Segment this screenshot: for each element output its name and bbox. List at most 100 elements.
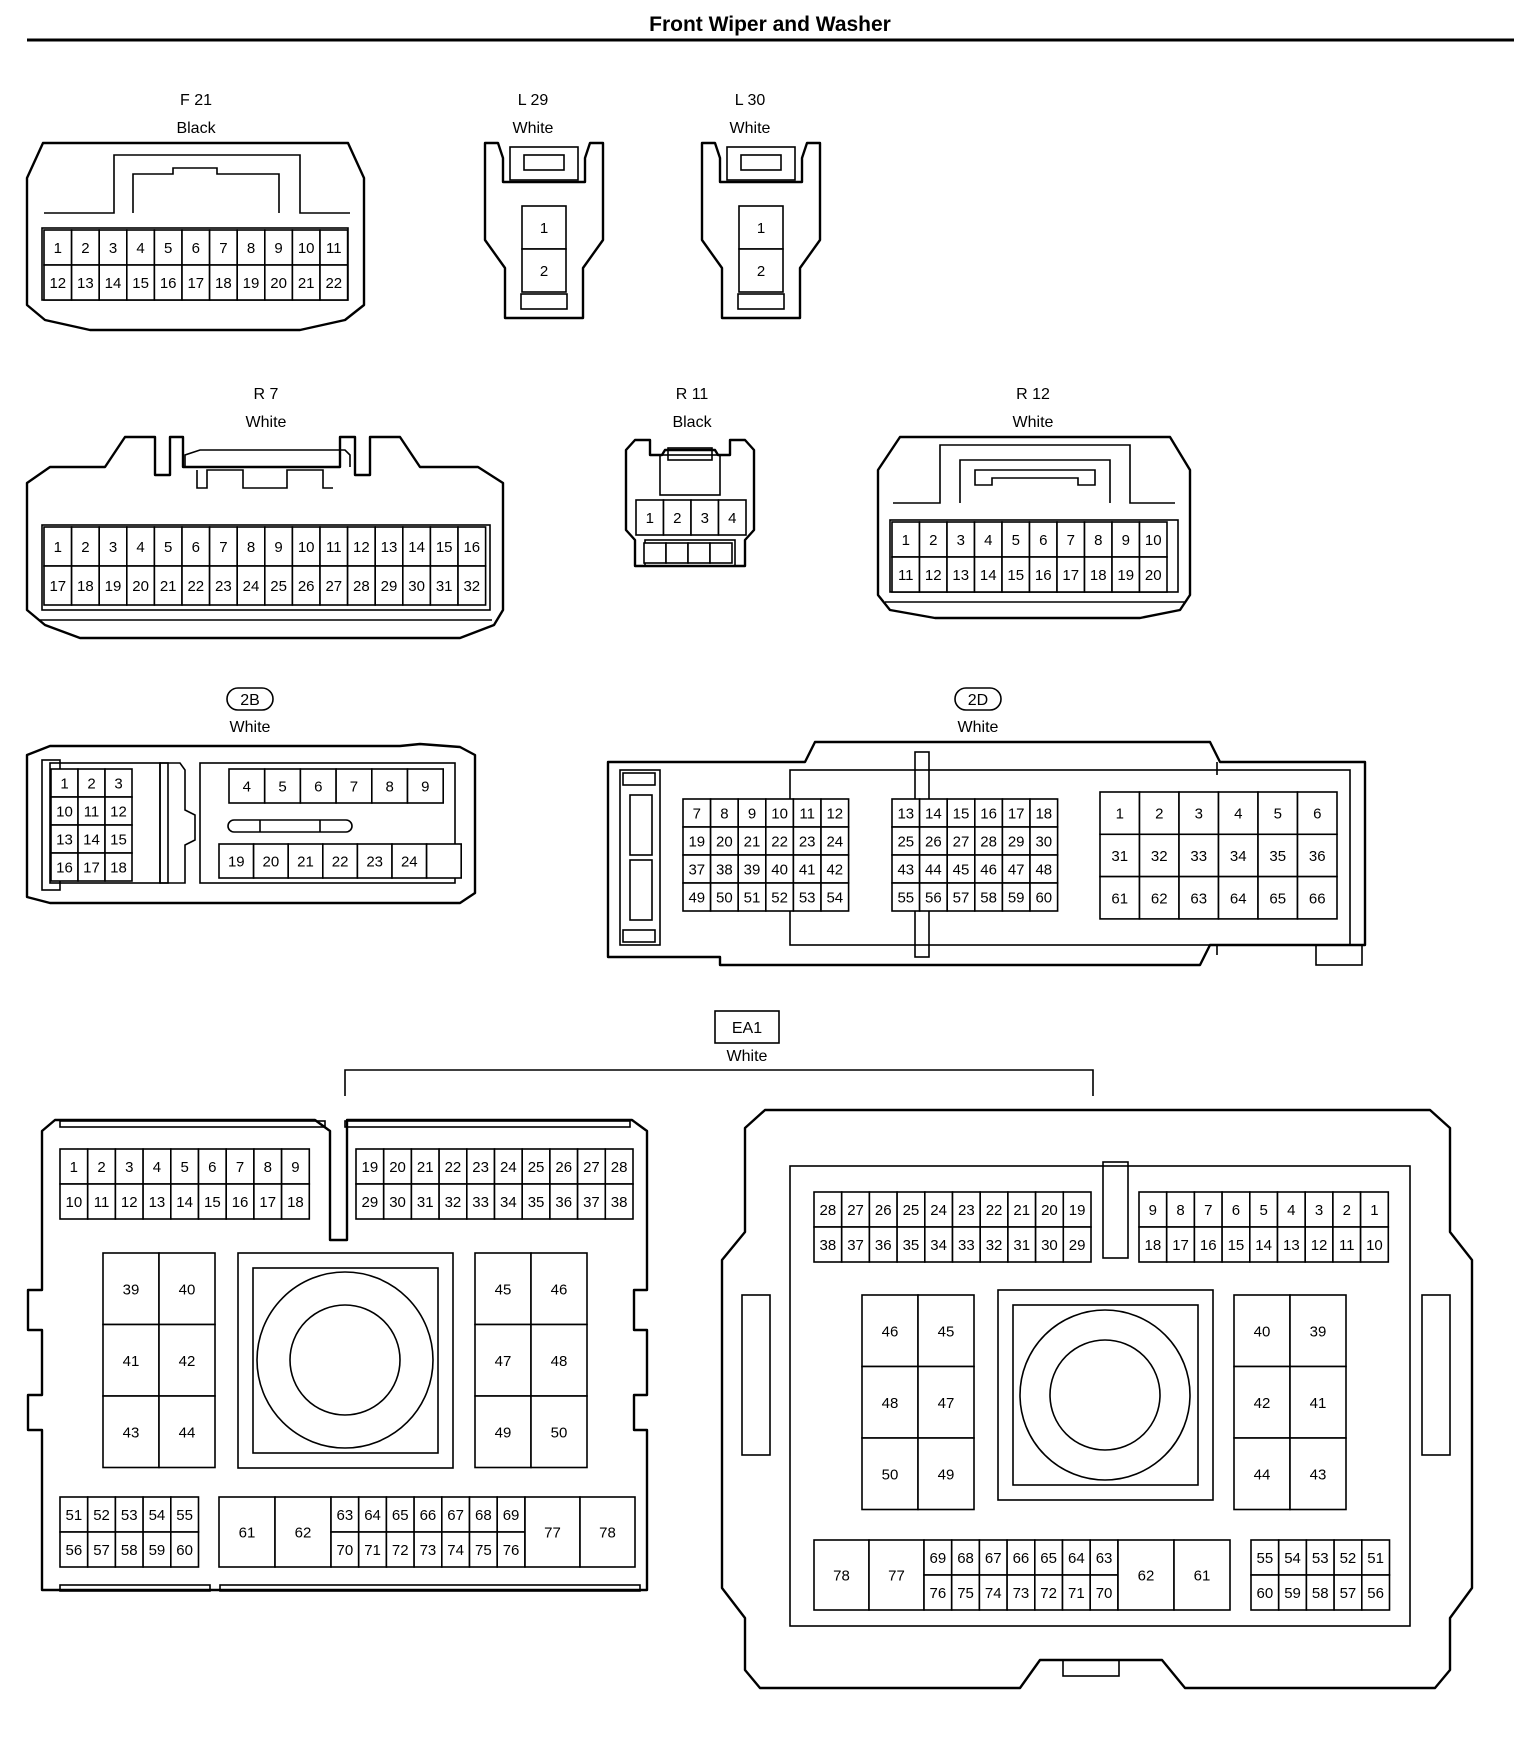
c2d-a-pin-38-label: 38 <box>716 862 733 879</box>
r7-pin-10-label: 10 <box>298 539 315 556</box>
ea1-right-bigA-pin-50-label: 50 <box>882 1466 899 1483</box>
r11-pin-4-cavity <box>717 499 747 536</box>
ea1-right-top1-pin-33-label: 33 <box>958 1237 975 1254</box>
c2d-c-pin-34-cavity <box>1217 833 1259 878</box>
ea1-right-top1-pin-31-cavity <box>1007 1226 1037 1263</box>
connector-2b-code-badge <box>226 687 274 711</box>
ea1-left-top2-pin-26-label: 26 <box>555 1159 572 1176</box>
c2b-left-pin-14-label: 14 <box>83 832 100 849</box>
ea1-right-pin-65-cavity <box>1034 1539 1064 1576</box>
ea1-left-bot1-pin-60-cavity <box>170 1531 200 1568</box>
connector-l30-code: L 30 <box>735 92 766 109</box>
ea1-left-top1-pin-17-label: 17 <box>259 1194 276 1211</box>
f21-pin-8-label: 8 <box>247 240 255 257</box>
ea1-right-bigB-pin-43-cavity <box>1289 1437 1347 1511</box>
r11-pin-3-cavity <box>690 499 720 536</box>
r7-pin-15-label: 15 <box>436 539 453 556</box>
ea1-right-top2-pin-5-label: 5 <box>1259 1202 1267 1219</box>
ea1-right-top2-pin-15-cavity <box>1221 1226 1251 1263</box>
ea1-right-pin-64-cavity <box>1061 1539 1092 1576</box>
c2b-left-pin-2-label: 2 <box>87 776 95 793</box>
r7-pin-27-cavity <box>319 565 349 606</box>
ea1-left-bigB-pin-48-cavity <box>530 1323 588 1397</box>
r7-pin-6-label: 6 <box>192 539 200 556</box>
c2d-a-pin-53-label: 53 <box>799 890 816 907</box>
ea1-right-bigB-pin-42-cavity <box>1233 1365 1291 1439</box>
r12-pin-18-cavity <box>1083 556 1113 593</box>
c2d-b-pin-55-label: 55 <box>897 890 914 907</box>
ea1-right-top2-pin-11-cavity <box>1332 1226 1362 1263</box>
r12-pin-19-label: 19 <box>1117 567 1134 584</box>
c2b-bottom-pin-24-label: 24 <box>401 854 418 871</box>
r7-pin-8-label: 8 <box>247 539 255 556</box>
ea1-right-bigB-pin-43-label: 43 <box>1310 1466 1327 1483</box>
ea1-right-bot2-pin-57-label: 57 <box>1340 1585 1357 1602</box>
ea1-right-pin-77-label: 77 <box>888 1568 905 1585</box>
ea1-left-top2-pin-35-label: 35 <box>528 1194 545 1211</box>
ea1-left-pin-70-cavity <box>330 1531 360 1568</box>
ea1-right-bot2-pin-51-label: 51 <box>1367 1550 1384 1567</box>
c2d-b-pin-29-label: 29 <box>1008 834 1025 851</box>
connector-2d-code: 2D <box>968 692 988 709</box>
ea1-right-pin-61-label: 61 <box>1194 1568 1211 1585</box>
c2d-c-pin-31-label: 31 <box>1111 848 1128 865</box>
r7-pin-2-label: 2 <box>81 539 89 556</box>
f21-pin-1-cavity <box>43 229 73 266</box>
l29-pin-grid: 12 <box>521 205 567 293</box>
ea1-right-top2-pin-1-label: 1 <box>1370 1202 1378 1219</box>
ea1-left-top2-pin-29-label: 29 <box>362 1194 379 1211</box>
r12-pin-15-label: 15 <box>1007 567 1024 584</box>
r7-pin-18-cavity <box>70 565 100 606</box>
f21-pin-11-label: 11 <box>326 240 342 257</box>
c2d-a-pin-42-cavity <box>820 854 850 884</box>
c2b-left-pin-15-cavity <box>104 824 133 854</box>
c2d-b-pin-57-label: 57 <box>953 890 970 907</box>
ea1-right-pin-73-label: 73 <box>1013 1585 1030 1602</box>
connector-f21-code: F 21 <box>180 92 212 109</box>
ea1-right-top2-pin-6-label: 6 <box>1232 1202 1240 1219</box>
ea1-left-pin-78-cavity <box>579 1496 636 1568</box>
ea1-right-top1-pin-37-label: 37 <box>847 1237 864 1254</box>
c2b-top-pin-4-cavity <box>228 768 266 804</box>
r7-pin-17-label: 17 <box>49 578 66 595</box>
c2d-b-pin-45-cavity <box>946 854 976 884</box>
c2d-a-pin-39-label: 39 <box>744 862 761 879</box>
ea1-right-top2-pin-17-label: 17 <box>1172 1237 1189 1254</box>
c2d-a-pin-41-label: 41 <box>799 862 816 879</box>
c2b-left-pin-10-label: 10 <box>56 804 73 821</box>
c2d-b-pin-47-label: 47 <box>1008 862 1025 879</box>
r7-pin-22-label: 22 <box>187 578 204 595</box>
r11-lock-pin-grid <box>643 542 733 564</box>
f21-pin-22-label: 22 <box>325 275 342 292</box>
ea1-left-pin-67-label: 67 <box>447 1507 464 1524</box>
ea1-left-top1-pin-1-label: 1 <box>70 1159 78 1176</box>
c2d-a-pin-21-cavity <box>737 826 767 856</box>
f21-pin-2-cavity <box>70 229 100 266</box>
ea1-right-top1-pin-29-label: 29 <box>1069 1237 1086 1254</box>
ea1-right-top2-pin-11-label: 11 <box>1339 1237 1355 1254</box>
f21-pin-15-label: 15 <box>132 275 149 292</box>
ea1-left-top1-pin-5-label: 5 <box>180 1159 188 1176</box>
c2d-a-pin-10-label: 10 <box>771 806 788 823</box>
ea1-right-top2-pin-13-cavity <box>1276 1226 1307 1263</box>
ea1-left-bigB-pin-48-label: 48 <box>551 1353 568 1370</box>
ea1-right-top2-pin-12-label: 12 <box>1311 1237 1328 1254</box>
r12-pin-9-label: 9 <box>1122 532 1130 549</box>
r11-lock-pin--cavity <box>643 542 667 564</box>
ea1-right-pin-68-label: 68 <box>957 1550 974 1567</box>
connector-l29-code: L 29 <box>518 92 549 109</box>
ea1-left-bot1-pin-51-label: 51 <box>66 1507 83 1524</box>
c2b-left-pin-13-label: 13 <box>56 832 73 849</box>
r7-pin-1-label: 1 <box>54 539 62 556</box>
ea1-left-pin-77-cavity <box>524 1496 581 1568</box>
ea1-left-bigA-pin-40-label: 40 <box>179 1281 196 1298</box>
f21-pin-10-cavity <box>291 229 321 266</box>
ea1-right-bot2-pin-56-label: 56 <box>1367 1585 1384 1602</box>
ea1-right-top1-pin-22-cavity <box>979 1191 1009 1228</box>
c2b-top-pin-5-cavity <box>263 768 302 804</box>
r7-pin-16-label: 16 <box>463 539 480 556</box>
